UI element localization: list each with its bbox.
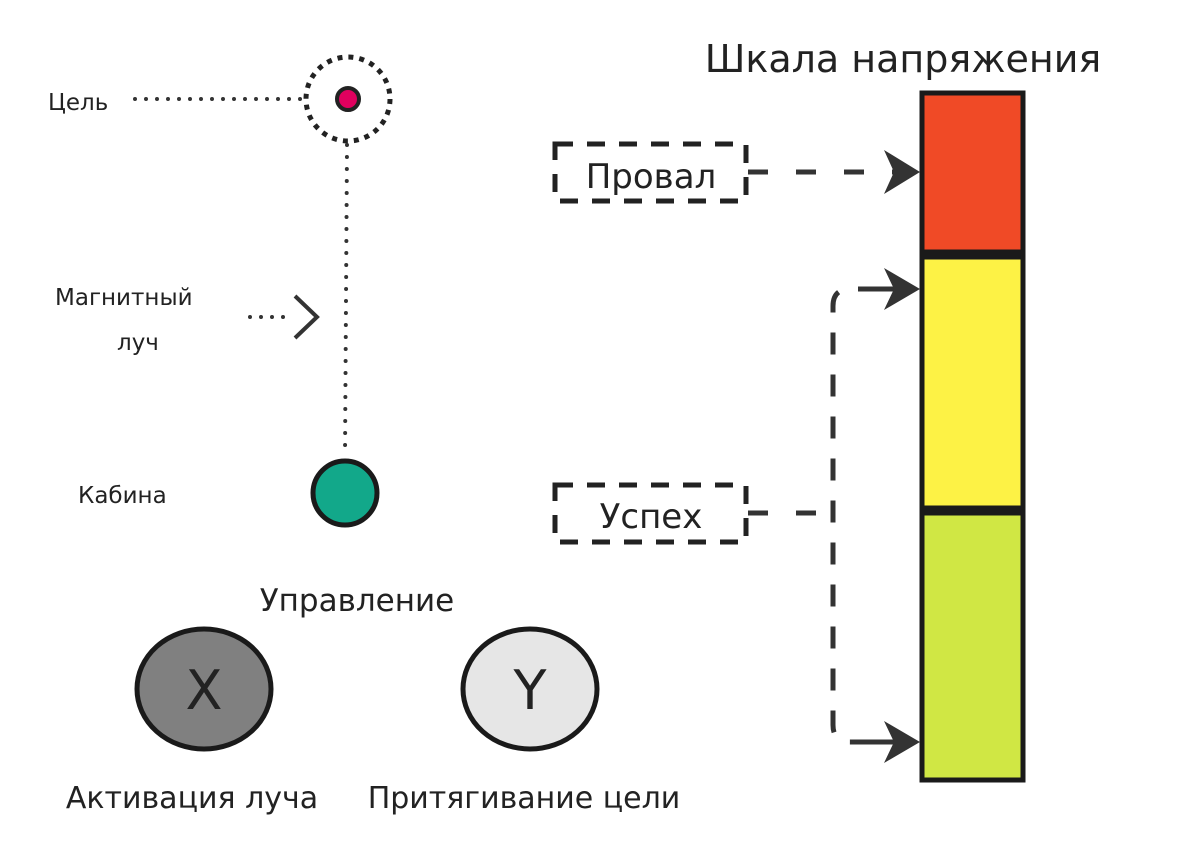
success-label: Успех <box>600 497 703 537</box>
x-button[interactable]: X <box>134 626 274 752</box>
target-icon <box>335 86 361 112</box>
beam-label-line2: луч <box>117 330 159 356</box>
fail-zone <box>919 90 1026 255</box>
warning-zone <box>919 254 1026 511</box>
target-range-circle <box>303 54 393 144</box>
controls-title: Управление <box>260 583 454 619</box>
arrowhead-icon <box>884 150 920 194</box>
arrowhead-icon <box>884 268 920 310</box>
x-button-label: Активация луча <box>66 781 318 816</box>
success-zone <box>919 510 1026 783</box>
arrowhead-icon <box>884 721 920 763</box>
y-button[interactable]: Y <box>460 626 600 752</box>
chevron-right-icon <box>293 294 320 340</box>
success-range-bracket <box>830 286 880 745</box>
cabin-icon <box>310 458 380 528</box>
y-button-label: Притягивание цели <box>368 781 681 816</box>
y-button-key: Y <box>513 659 548 722</box>
beam-label-line1: Магнитный <box>55 285 193 311</box>
target-label: Цель <box>48 90 108 116</box>
scale-title: Шкала напряжения <box>705 37 1102 81</box>
cabin-label: Кабина <box>78 483 167 509</box>
x-button-key: X <box>186 659 223 722</box>
x-button-shape[interactable] <box>134 626 274 752</box>
y-button-shape[interactable] <box>460 626 600 752</box>
fail-label: Провал <box>586 157 717 197</box>
magnetic-beam-line <box>343 143 349 457</box>
